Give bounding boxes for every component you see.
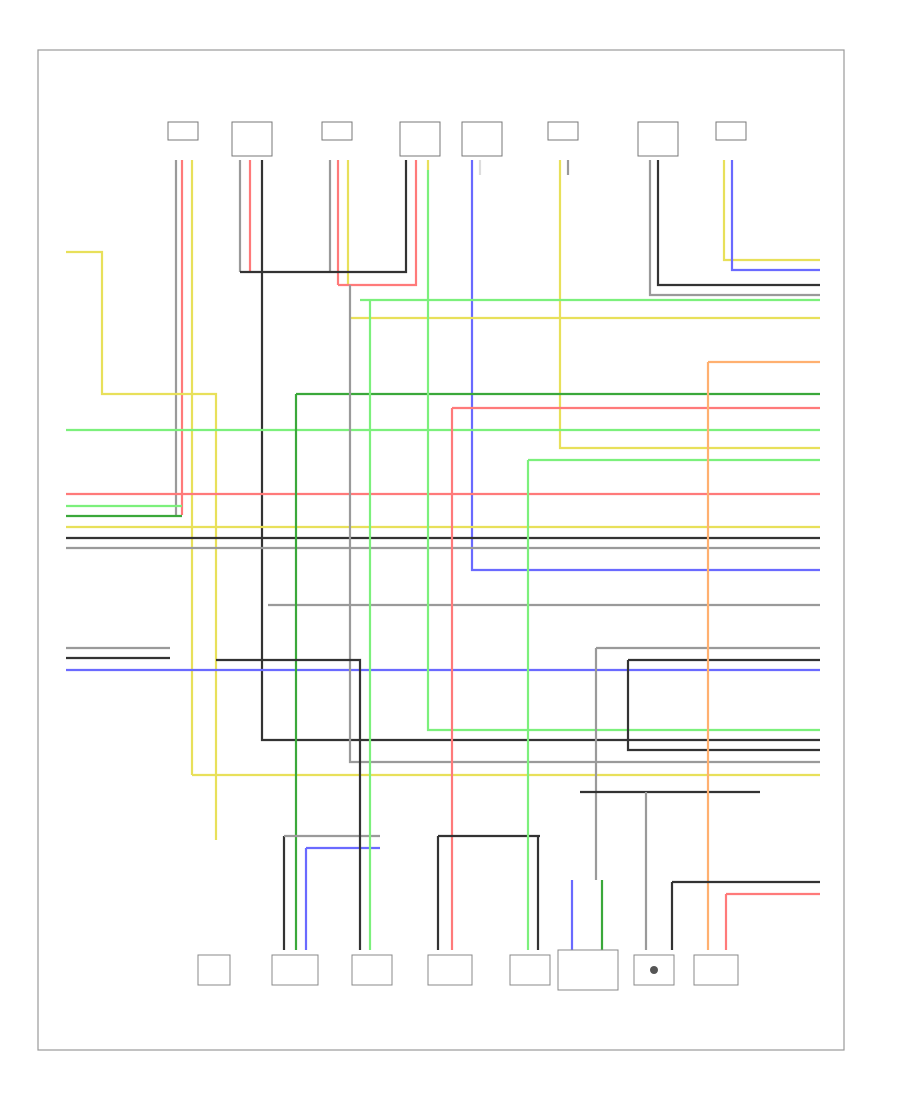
bottom-components [197,949,739,991]
bottom-component-5 [509,954,551,986]
top-connector-8 [715,121,747,141]
top-connector-2 [231,121,273,157]
bus-wires [66,170,820,840]
bottom-component-1 [197,954,231,986]
bottom-component-2 [271,954,319,986]
top-components [167,121,747,157]
bottom-component-8 [693,954,739,986]
bottom-wire-drops [216,300,820,950]
top-connector-6 [547,121,579,141]
top-wire-drops [174,160,820,775]
top-connector-4 [399,121,441,157]
top-connector-7 [637,121,679,157]
diagram-frame [37,49,845,1051]
bottom-component-4 [427,954,473,986]
top-connector-3 [321,121,353,141]
sensor-symbol [650,966,658,974]
top-connector-5 [461,121,503,157]
top-connector-1 [167,121,199,141]
bottom-component-3 [351,954,393,986]
bottom-component-6 [557,949,619,991]
